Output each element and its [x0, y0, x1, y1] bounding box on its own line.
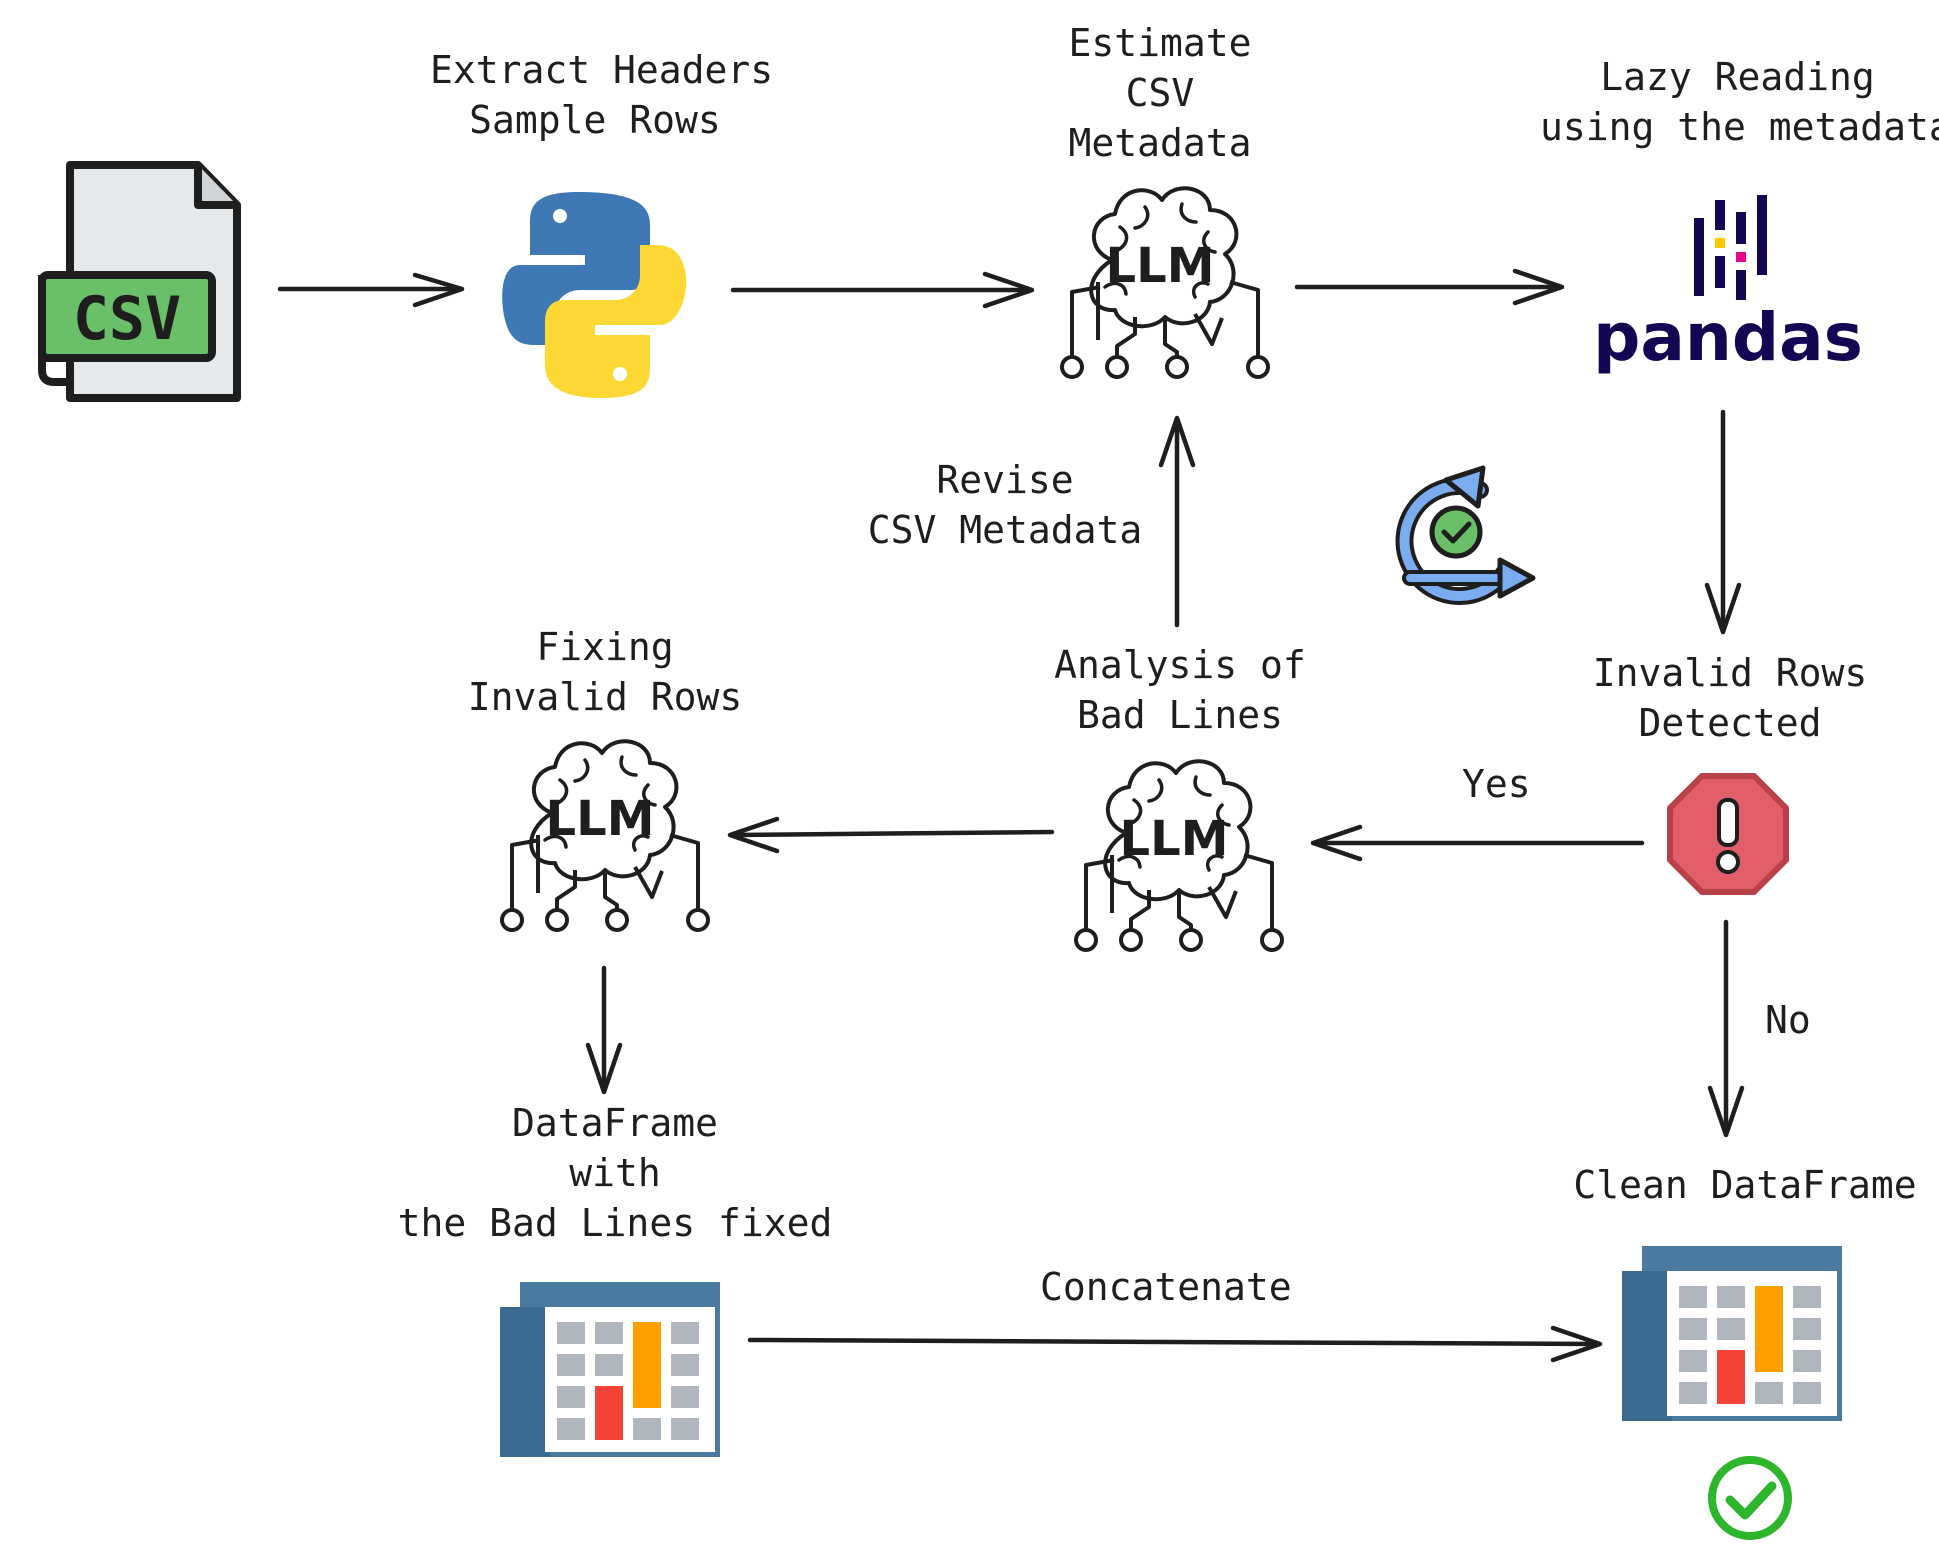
python-logo-icon	[502, 192, 687, 398]
arrow-concatenate	[747, 1325, 1603, 1363]
llm-brain-icon-estimate: LLM	[1060, 186, 1270, 379]
label-invalid-rows-line-1: Invalid Rows	[1592, 651, 1868, 695]
pandas-wordmark: pandas	[1593, 299, 1863, 376]
csv-file-icon: CSV	[38, 161, 241, 402]
label-lazy-read: Lazy Reading using the metadata	[1540, 52, 1939, 152]
label-analysis-line-2: Bad Lines	[1077, 693, 1283, 737]
label-fixing-line-1: Fixing	[536, 625, 674, 669]
label-estimate-line-1: Estimate	[1068, 21, 1252, 65]
label-lazy-read-line-1: Lazy Reading	[1600, 55, 1875, 99]
label-clean-dataframe: Clean DataFrame	[1565, 1160, 1925, 1210]
arrow-analysis-to-estimate	[1158, 415, 1196, 628]
arrow-python-to-estimate	[730, 271, 1035, 309]
arrow-pandas-to-invalid	[1704, 409, 1742, 635]
label-revise-line-2: CSV Metadata	[867, 508, 1143, 552]
edge-label-no: No	[1765, 998, 1811, 1042]
llm-badge-estimate: LLM	[1106, 238, 1215, 294]
arrow-invalid-to-analysis	[1310, 824, 1645, 862]
arrow-analysis-to-fixing	[727, 816, 1055, 854]
arrow-fixing-to-dataframe	[585, 965, 623, 1095]
label-estimate-line-3: Metadata	[1068, 121, 1252, 165]
edge-label-concatenate: Concatenate	[1040, 1265, 1292, 1309]
label-fixed-dataframe-line-3: the Bad Lines fixed	[397, 1201, 833, 1245]
dataframe-table-icon-fixed	[500, 1282, 720, 1457]
arrow-invalid-to-clean	[1707, 919, 1745, 1138]
label-extract-line-1: Extract Headers	[430, 48, 774, 92]
label-revise-line-1: Revise	[936, 458, 1074, 502]
label-clean-dataframe-line-1: Clean DataFrame	[1573, 1163, 1917, 1207]
llm-brain-icon-fixing: LLM	[500, 739, 710, 932]
label-fixing: Fixing Invalid Rows	[460, 622, 750, 722]
llm-badge-analysis: LLM	[1120, 811, 1229, 867]
label-analysis: Analysis of Bad Lines	[1050, 640, 1310, 740]
label-estimate-line-2: CSV	[1125, 71, 1195, 115]
warning-octagon-icon	[1667, 773, 1789, 895]
label-fixed-dataframe: DataFrame with the Bad Lines fixed	[395, 1098, 835, 1248]
label-fixed-dataframe-line-1: DataFrame	[512, 1101, 718, 1145]
pandas-logo-icon: pandas	[1593, 195, 1863, 376]
label-invalid-rows-line-2: Detected	[1638, 701, 1822, 745]
arrow-estimate-to-pandas	[1294, 268, 1565, 306]
check-circle-icon	[1708, 1456, 1792, 1540]
label-fixing-line-2: Invalid Rows	[467, 675, 743, 719]
label-lazy-read-line-2: using the metadata	[1540, 105, 1939, 149]
arrow-csv-to-python	[277, 272, 465, 308]
label-analysis-line-1: Analysis of	[1054, 643, 1306, 687]
label-extract-line-2: Sample Rows	[469, 98, 721, 142]
llm-brain-icon-analysis: LLM	[1074, 759, 1284, 952]
label-fixed-dataframe-line-2: with	[569, 1151, 661, 1195]
refresh-check-icon	[1395, 465, 1536, 606]
label-revise: Revise CSV Metadata	[860, 455, 1150, 555]
label-extract: Extract Headers Sample Rows	[430, 45, 774, 145]
label-invalid-rows: Invalid Rows Detected	[1590, 648, 1870, 748]
llm-badge-fixing: LLM	[546, 791, 655, 847]
csv-badge: CSV	[73, 284, 181, 354]
label-estimate: Estimate CSV Metadata	[1030, 18, 1290, 168]
dataframe-table-icon-clean	[1622, 1246, 1842, 1421]
edge-label-yes: Yes	[1462, 762, 1531, 806]
